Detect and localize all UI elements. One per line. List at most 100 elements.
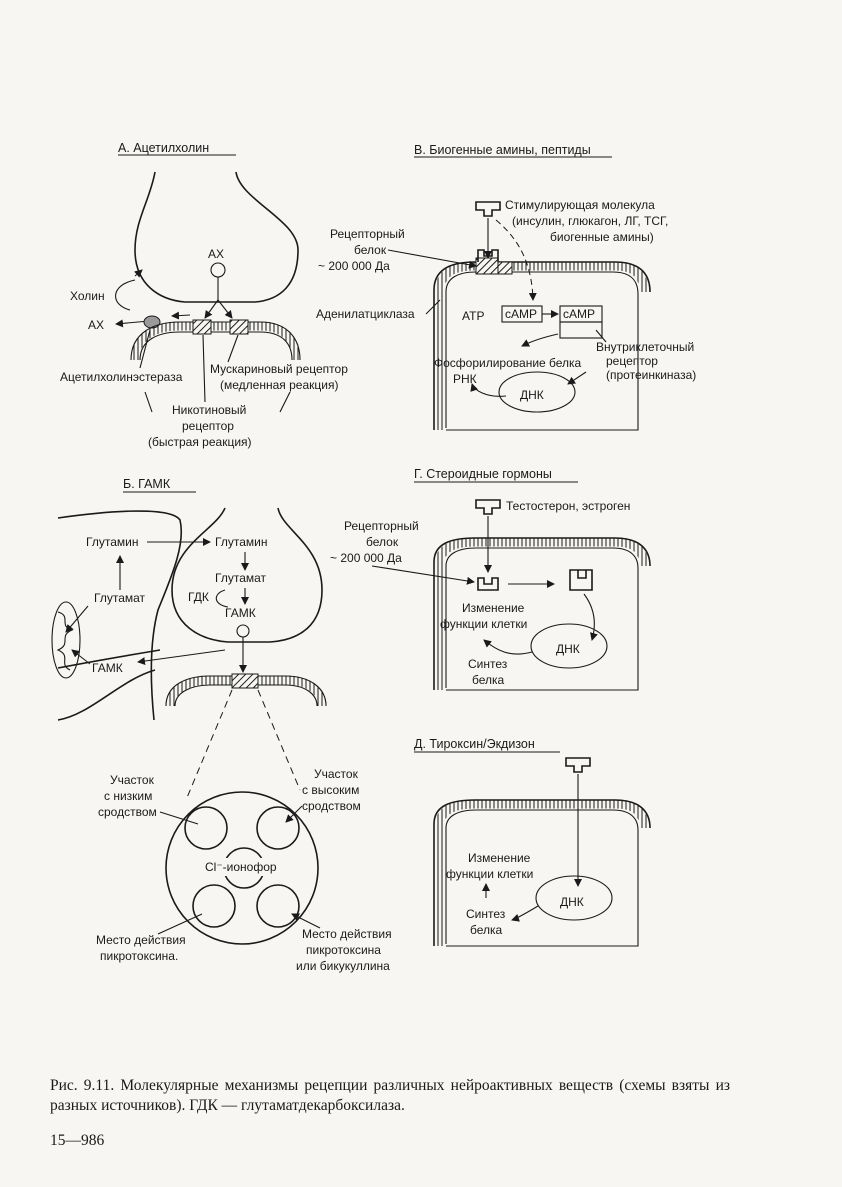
glutamate-right: Глутамат bbox=[215, 571, 267, 585]
panel-v-title: В. Биогенные амины, пептиды bbox=[414, 143, 591, 157]
choline-label: Холин bbox=[70, 289, 105, 303]
kinase-arrow bbox=[521, 333, 559, 347]
v-dnk-label: ДНК bbox=[520, 388, 544, 402]
muscarinic-receptor bbox=[229, 319, 249, 335]
intracell-1: Внутриклеточный bbox=[596, 340, 694, 354]
picro-right-3: или бикукуллина bbox=[296, 959, 390, 973]
high-affinity-1: Участок bbox=[314, 767, 359, 781]
picro-left-1: Место действия bbox=[96, 933, 186, 947]
glial-cell-inner bbox=[57, 649, 161, 669]
g-membrane-ticks bbox=[435, 537, 649, 690]
gaba-left: ГАМК bbox=[92, 661, 123, 675]
v-nucleus-arrow bbox=[567, 371, 587, 385]
picro-left-pointer bbox=[157, 913, 203, 935]
glutamine-right: Глутамин bbox=[215, 535, 267, 549]
glial-cell-lower bbox=[57, 669, 156, 721]
low-affinity-1: Участок bbox=[110, 773, 155, 787]
projection-dash-left bbox=[185, 689, 233, 801]
intracell-pointer bbox=[595, 329, 607, 343]
gaba-mito-arrow bbox=[71, 649, 91, 665]
panel-g: Г. Стероидные гормоны Тестостерон, эстро… bbox=[330, 467, 651, 691]
atp-label: ATP bbox=[462, 309, 484, 323]
high-affinity-3: сродством bbox=[302, 799, 361, 813]
ach-vesicle bbox=[210, 262, 226, 278]
d-synthesis-arrow bbox=[511, 905, 539, 922]
camp-label-2: cAMP bbox=[563, 307, 595, 321]
gaba-receptor bbox=[231, 673, 259, 689]
d-membrane-ticks bbox=[435, 799, 649, 946]
nicotinic-label-2: рецептор bbox=[182, 419, 234, 433]
g-nucleus bbox=[530, 623, 608, 669]
g-synth-1: Синтез bbox=[468, 657, 508, 671]
mitochondrion bbox=[51, 601, 81, 679]
figure-caption: Рис. 9.11. Молекулярные механизмы рецепц… bbox=[50, 1077, 730, 1114]
panel-d: Д. Тироксин/Экдизон Изменение функции кл… bbox=[414, 737, 651, 947]
gaba-vesicle bbox=[236, 624, 250, 638]
intracell-2: рецептор bbox=[606, 354, 658, 368]
adenylate-cyclase bbox=[497, 261, 513, 275]
picro-left-2: пикротоксина. bbox=[100, 949, 178, 963]
ach-out-label: АХ bbox=[88, 318, 104, 332]
g-change-1: Изменение bbox=[462, 601, 525, 615]
picrotoxin-site-left bbox=[192, 884, 236, 928]
g-cell-body bbox=[445, 547, 639, 691]
v-membrane-outer bbox=[433, 261, 651, 430]
projection-dash-right bbox=[257, 689, 301, 791]
g-receptor-1: Рецепторный bbox=[344, 519, 419, 533]
stim-label-1: Стимулирующая молекула bbox=[505, 198, 655, 212]
thyroxine-molecule-icon bbox=[565, 757, 591, 773]
g-receptor-pointer bbox=[371, 565, 475, 585]
muscarinic-label-2: (медленная реакция) bbox=[220, 378, 338, 392]
g-receptor-2: белок bbox=[366, 535, 399, 549]
postsynaptic-membrane-outer bbox=[130, 321, 301, 361]
nicotinic-pointer bbox=[202, 334, 206, 403]
d-dnk-label: ДНК bbox=[560, 895, 584, 909]
choline-loop bbox=[115, 279, 136, 311]
g-receptor-3: ~ 200 000 Да bbox=[330, 551, 402, 565]
camp-label-1: cAMP bbox=[505, 307, 537, 321]
v-nucleus bbox=[498, 371, 576, 413]
g-dnk-label: ДНК bbox=[556, 642, 580, 656]
ach-arrow-right bbox=[217, 299, 233, 319]
adenylate-label: Аденилатциклаза bbox=[316, 307, 415, 321]
nicotinic-bracket-left bbox=[144, 391, 153, 413]
g-complex-to-nucleus-arrow bbox=[583, 593, 598, 641]
muscarinic-label-1: Мускариновый рецептор bbox=[210, 362, 348, 376]
stim-molecule-icon bbox=[475, 201, 501, 217]
intracell-3: (протеинкиназа) bbox=[606, 368, 696, 382]
gaba-receptor-complex bbox=[165, 791, 319, 945]
adenylate-pointer bbox=[425, 299, 441, 315]
picro-right-2: пикротоксина bbox=[306, 943, 381, 957]
stim-dashed-arrow bbox=[495, 219, 537, 301]
gdk-loop bbox=[215, 589, 229, 608]
choline-uptake-arrow bbox=[134, 269, 143, 278]
d-nucleus bbox=[535, 875, 613, 921]
v-receptor-protein bbox=[475, 257, 499, 275]
nicotinic-label-1: Никотиновый bbox=[172, 403, 246, 417]
g-synthesis-arrow bbox=[483, 639, 533, 655]
hormones-label: Тестостерон, эстроген bbox=[506, 499, 630, 513]
panel-g-title: Г. Стероидные гормоны bbox=[414, 467, 552, 481]
muscarinic-pointer bbox=[227, 334, 239, 363]
gdk-label: ГДК bbox=[188, 590, 209, 604]
v-cell-body bbox=[445, 271, 639, 431]
gaba-presynaptic-terminal bbox=[171, 507, 323, 643]
glutamate-left: Глутамат bbox=[94, 591, 146, 605]
stim-label-3: биогенные амины) bbox=[550, 230, 654, 244]
v-receptor-3: ~ 200 000 Да bbox=[318, 259, 390, 273]
v-receptor-1: Рецепторный bbox=[330, 227, 405, 241]
g-receptor-free bbox=[477, 577, 499, 591]
panel-d-title: Д. Тироксин/Экдизон bbox=[414, 737, 535, 751]
presynaptic-terminal bbox=[134, 171, 299, 303]
g-change-2: функции клетки bbox=[440, 617, 527, 631]
glutamine-left: Глутамин bbox=[86, 535, 138, 549]
panel-v: В. Биогенные амины, пептиды Стимулирующа… bbox=[316, 143, 696, 431]
nicotinic-label-3: (быстрая реакция) bbox=[148, 435, 252, 449]
v-receptor-2: белок bbox=[354, 243, 387, 257]
picrotoxin-site-right bbox=[256, 884, 300, 928]
page-number: 15—986 bbox=[50, 1132, 105, 1149]
d-cell-body bbox=[445, 809, 639, 947]
ach-to-esterase-arrow bbox=[171, 311, 191, 320]
ach-arrow-left bbox=[204, 299, 219, 319]
